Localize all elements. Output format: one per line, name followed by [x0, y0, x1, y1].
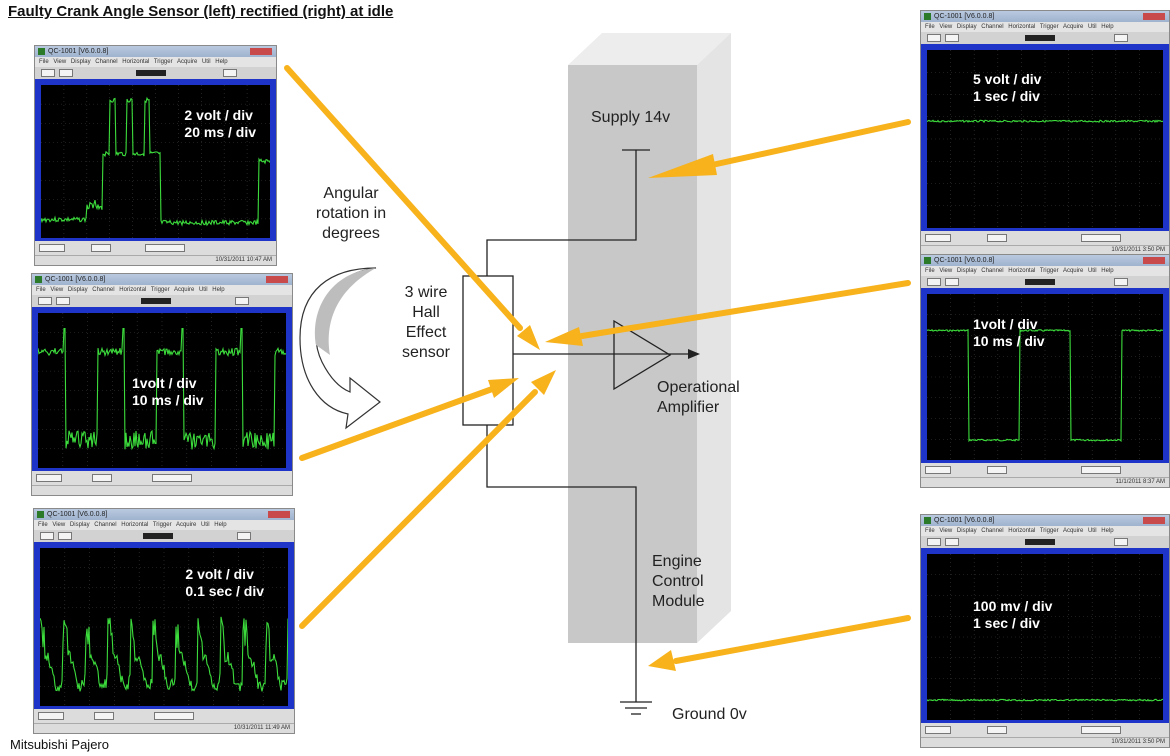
scope-screen: [40, 548, 288, 706]
app-icon: [924, 517, 931, 524]
scope-scale-label: 100 mv / div 1 sec / div: [973, 598, 1053, 631]
arrow-right-top: [709, 119, 911, 168]
scope-screen: [927, 294, 1163, 460]
scope-bottom-controls[interactable]: 10/31/2011 3:50 PM: [921, 723, 1169, 747]
arrowhead-left-mid: [488, 378, 519, 398]
scope-window-title: QC-1001 [V6.0.0.8]: [934, 517, 995, 524]
scope-left-top: QC-1001 [V6.0.0.8] File View Display Cha…: [34, 45, 277, 266]
app-icon: [924, 257, 931, 264]
scope-scale-label: 5 volt / div 1 sec / div: [973, 71, 1042, 104]
scope-timestamp: 10/31/2011 3:50 PM: [1111, 247, 1165, 253]
window-buttons[interactable]: [1143, 13, 1165, 20]
scope-bottom-controls[interactable]: 10/31/2011 3:50 PM: [921, 231, 1169, 255]
arrowhead-left-top: [517, 325, 540, 350]
scope-toolbar[interactable]: [921, 276, 1169, 288]
waveform-trace: [41, 85, 270, 238]
app-icon: [38, 48, 45, 55]
waveform-trace: [927, 554, 1163, 720]
scope-window-title: QC-1001 [V6.0.0.8]: [934, 13, 995, 20]
waveform-trace: [927, 294, 1163, 460]
scope-bottom-controls[interactable]: [32, 471, 292, 495]
arrowhead-right-mid: [545, 327, 583, 346]
scope-timestamp: 10/31/2011 10:47 AM: [215, 257, 272, 263]
scope-bottom-controls[interactable]: 10/31/2011 10:47 AM: [35, 241, 276, 265]
scope-window-title: QC-1001 [V6.0.0.8]: [45, 276, 106, 283]
scope-scale-label: 1volt / div 10 ms / div: [132, 375, 204, 408]
scope-screen: [927, 50, 1163, 228]
waveform-trace: [927, 50, 1163, 228]
scope-timestamp: 10/31/2011 11:49 AM: [233, 725, 290, 731]
arrow-right-mid: [579, 280, 911, 339]
arrowhead-right-top: [648, 154, 717, 178]
window-buttons[interactable]: [250, 48, 272, 55]
scope-toolbar[interactable]: [35, 67, 276, 79]
scope-menu-bar[interactable]: File View Display Channel Horizontal Tri…: [36, 287, 225, 293]
scope-menu-bar[interactable]: File View Display Channel Horizontal Tri…: [38, 522, 227, 528]
op-amp-symbol: [613, 319, 672, 391]
scope-bottom-controls[interactable]: 11/1/2011 8:37 AM: [921, 463, 1169, 487]
page-title: Faulty Crank Angle Sensor (left) rectifi…: [8, 3, 394, 20]
scope-scale-label: 1volt / div 10 ms / div: [973, 316, 1045, 349]
waveform-trace: [38, 313, 286, 468]
footer-caption: Mitsubishi Pajero: [10, 737, 109, 752]
arrowhead-left-bottom: [531, 370, 556, 395]
supply-wire: [486, 150, 637, 276]
scope-window-title: QC-1001 [V6.0.0.8]: [47, 511, 108, 518]
scope-left-bottom: QC-1001 [V6.0.0.8] File View Display Cha…: [33, 508, 295, 734]
scope-right-mid: QC-1001 [V6.0.0.8] File View Display Cha…: [920, 254, 1170, 488]
app-icon: [37, 511, 44, 518]
scope-screen: [927, 554, 1163, 720]
scope-menu-bar[interactable]: File View Display Channel Horizontal Tri…: [925, 268, 1114, 274]
label-ground: Ground 0v: [672, 706, 747, 723]
scope-window-title: QC-1001 [V6.0.0.8]: [48, 48, 109, 55]
scope-left-mid: QC-1001 [V6.0.0.8] File View Display Cha…: [31, 273, 293, 496]
scope-scale-label: 2 volt / div 20 ms / div: [184, 107, 256, 140]
scope-toolbar[interactable]: [921, 32, 1169, 44]
label-hall-sensor: 3 wire Hall Effect sensor: [401, 284, 451, 361]
scope-timestamp: 11/1/2011 8:37 AM: [1115, 479, 1165, 485]
window-buttons[interactable]: [1143, 257, 1165, 264]
scope-window-title: QC-1001 [V6.0.0.8]: [934, 257, 995, 264]
scope-screen: [38, 313, 286, 468]
scope-right-top: QC-1001 [V6.0.0.8] File View Display Cha…: [920, 10, 1170, 256]
scope-right-bottom: QC-1001 [V6.0.0.8] File View Display Cha…: [920, 514, 1170, 748]
scope-menu-bar[interactable]: File View Display Channel Horizontal Tri…: [925, 528, 1114, 534]
scope-toolbar[interactable]: [921, 536, 1169, 548]
label-ecm: Engine Control Module: [652, 553, 705, 610]
waveform-trace: [40, 548, 288, 706]
scope-toolbar[interactable]: [32, 295, 292, 307]
scope-toolbar[interactable]: [34, 530, 294, 542]
hall-sensor-body: [462, 275, 514, 426]
window-buttons[interactable]: [266, 276, 288, 283]
ecm-box-top: [568, 33, 731, 65]
arrow-left-top: [284, 65, 523, 331]
op-amp-output-arrowhead: [688, 349, 700, 359]
scope-scale-label: 2 volt / div 0.1 sec / div: [185, 566, 264, 599]
ground-wire: [486, 425, 637, 702]
arrowhead-right-bottom: [648, 650, 676, 671]
arrow-left-bottom: [299, 389, 538, 629]
scope-menu-bar[interactable]: File View Display Channel Horizontal Tri…: [39, 59, 228, 65]
rotation-arrow-shade: [314, 268, 376, 355]
scope-menu-bar[interactable]: File View Display Channel Horizontal Tri…: [925, 24, 1114, 30]
app-icon: [924, 13, 931, 20]
window-buttons[interactable]: [1143, 517, 1165, 524]
label-op-amp: Operational Amplifier: [657, 379, 740, 416]
scope-screen: [41, 85, 270, 238]
label-supply: Supply 14v: [591, 109, 671, 126]
ecm-box-side: [697, 33, 731, 643]
scope-bottom-controls[interactable]: 10/31/2011 11:49 AM: [34, 709, 294, 733]
label-angular-rotation: Angular rotation in degrees: [315, 185, 387, 242]
window-buttons[interactable]: [268, 511, 290, 518]
scope-timestamp: 10/31/2011 3:50 PM: [1111, 739, 1165, 745]
arrow-left-mid: [299, 385, 498, 461]
app-icon: [35, 276, 42, 283]
arrow-right-bottom: [673, 615, 911, 664]
